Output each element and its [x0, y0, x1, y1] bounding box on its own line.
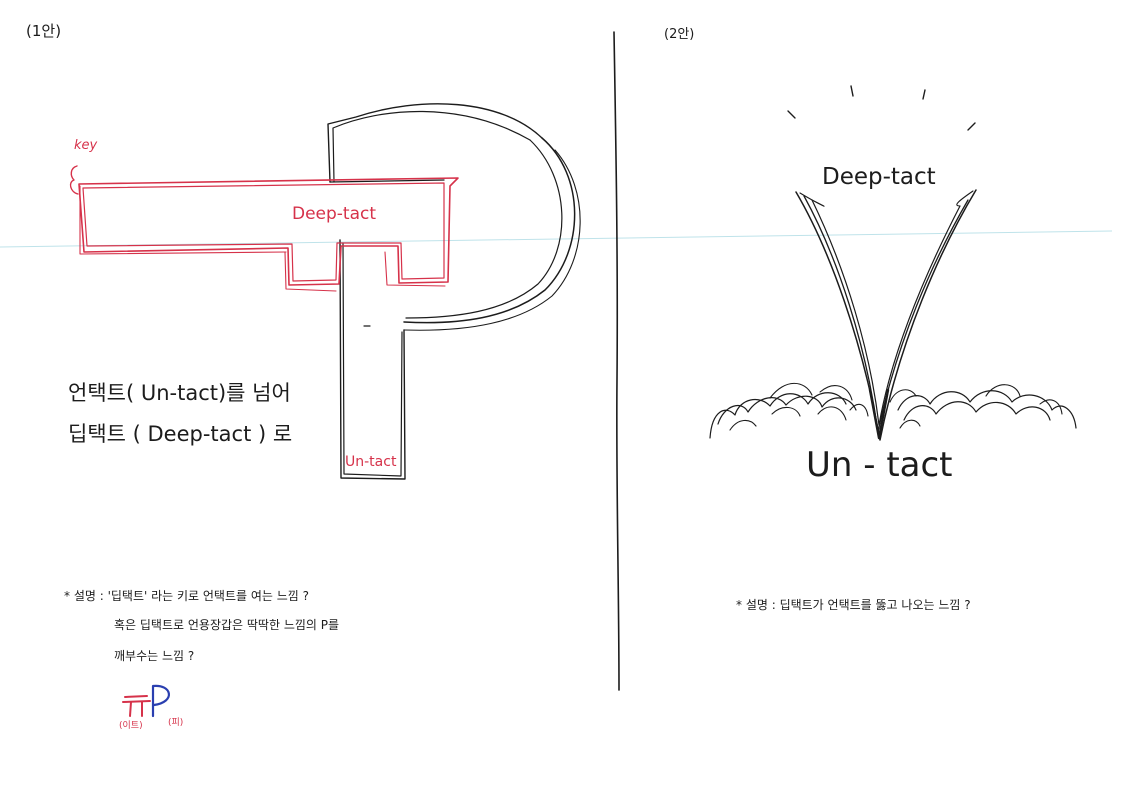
key-shape-drawing [79, 178, 458, 291]
description-line-1: * 설명 : '딥택트' 라는 키로 언택트를 여는 느낌 ? [64, 589, 309, 603]
key-label: key [74, 138, 98, 153]
panel-1: (1안) key Deep-t [26, 22, 580, 731]
v-untact-label: Un - tact [806, 445, 953, 485]
tp-left-caption: (이트) [119, 720, 143, 731]
p-letter-drawing [328, 104, 580, 479]
key-deeptact-label: Deep-tact [292, 204, 376, 224]
tp-mini-logo [123, 686, 169, 716]
panel-2: (2안) Deep-tact [664, 27, 1076, 612]
description-line-2: 혹은 딥택트로 언용장갑은 딱딱한 느낌의 P를 [114, 618, 339, 632]
scan-guide-line [0, 231, 1112, 247]
center-divider [614, 32, 619, 690]
light-rays-drawing [788, 86, 975, 130]
slogan-line-1: 언택트( Un-tact)를 넘어 [68, 381, 291, 405]
panel-2-label: (2안) [664, 27, 694, 42]
v-deeptact-label: Deep-tact [822, 164, 936, 190]
stem-untact-label: Un-tact [345, 454, 397, 470]
panel-1-label: (1안) [26, 22, 61, 40]
slogan-line-2: 딥택트 ( Deep-tact ) 로 [68, 422, 292, 446]
ground-left-drawing [710, 383, 868, 438]
panel-2-description: * 설명 : 딥택트가 언택트를 뚫고 나오는 느낌 ? [736, 598, 971, 612]
tp-right-caption: (피) [168, 717, 183, 728]
key-bracket [71, 166, 78, 194]
v-shape-drawing [796, 190, 976, 440]
description-line-3: 깨부수는 느낌 ? [114, 649, 194, 663]
ground-right-drawing [890, 385, 1076, 428]
